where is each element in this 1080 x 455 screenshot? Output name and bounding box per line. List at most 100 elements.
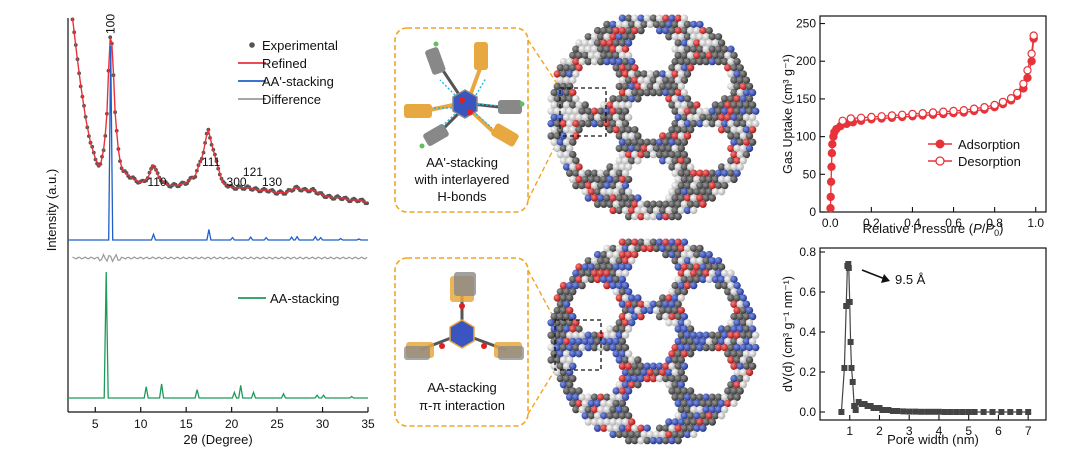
framework-atom	[677, 294, 685, 302]
framework-atom	[662, 238, 670, 246]
framework-atom	[665, 294, 673, 302]
framework-atom	[690, 244, 698, 253]
pore-size-point	[947, 409, 954, 415]
framework-atom	[674, 163, 682, 171]
framework-atom	[631, 238, 639, 246]
framework-atom	[628, 418, 636, 426]
framework-atom	[621, 418, 630, 426]
framework-atom	[668, 312, 676, 321]
framework-atom	[590, 169, 599, 177]
pore-size-annotation-arrow	[861, 269, 886, 280]
framework-atom	[640, 82, 648, 91]
framework-atom	[668, 76, 676, 84]
framework-atom	[683, 244, 692, 253]
framework-atom	[708, 418, 716, 426]
framework-atom	[662, 250, 670, 259]
framework-atom	[739, 144, 747, 153]
framework-atom	[662, 212, 670, 221]
framework-atom	[733, 281, 741, 290]
top-inset-box	[394, 27, 529, 213]
framework-atom	[612, 200, 620, 208]
framework-atom	[690, 343, 698, 352]
adsorption-point	[826, 203, 835, 213]
framework-atom	[686, 163, 695, 171]
framework-atom	[677, 393, 685, 401]
legend-label-adsorption: Adsorption	[958, 137, 1020, 152]
framework-atom	[643, 436, 651, 445]
framework-atom	[566, 132, 574, 140]
framework-atom	[717, 337, 726, 346]
framework-atom	[624, 424, 633, 432]
framework-atom	[584, 169, 592, 177]
framework-atom	[612, 350, 620, 358]
isotherm-x-tick-label: 0.2	[863, 216, 880, 230]
framework-atom	[677, 257, 685, 265]
framework-atom	[593, 263, 602, 271]
framework-atom	[662, 88, 670, 97]
pore-size-point	[843, 303, 850, 309]
framework-atom	[717, 412, 726, 420]
framework-atom	[603, 20, 611, 29]
framework-atom	[683, 95, 692, 103]
framework-atom	[640, 430, 648, 439]
isotherm-x-tick-label: 0.6	[945, 216, 962, 230]
framework-atom	[550, 337, 558, 346]
framework-atom	[609, 107, 617, 115]
framework-atom	[724, 64, 732, 72]
framework-atom	[609, 331, 617, 339]
framework-atom	[572, 281, 580, 290]
framework-atom	[621, 294, 630, 302]
framework-atom	[556, 325, 565, 333]
framework-atom	[649, 374, 658, 383]
framework-atom	[609, 281, 617, 290]
framework-atom	[624, 238, 633, 246]
framework-atom	[581, 101, 589, 109]
pore-size-point	[906, 408, 913, 415]
framework-atom	[683, 418, 692, 426]
framework-atom	[631, 212, 639, 221]
framework-atom	[578, 343, 586, 352]
framework-atom	[600, 200, 608, 208]
framework-atom	[686, 126, 695, 134]
isotherm-points	[826, 31, 1038, 213]
framework-atom	[600, 188, 608, 196]
framework-atom	[721, 269, 729, 277]
framework-atom	[566, 70, 574, 78]
framework-atom	[593, 39, 602, 47]
framework-atom	[606, 51, 614, 60]
desorption-point	[898, 110, 907, 120]
framework-atom	[634, 356, 642, 364]
framework-atom	[572, 119, 580, 128]
framework-atom	[615, 107, 623, 115]
framework-atom	[624, 263, 633, 271]
framework-atom	[631, 88, 639, 97]
framework-atom	[572, 169, 580, 177]
framework-atom	[671, 33, 679, 41]
framework-atom	[569, 76, 577, 84]
framework-atom	[575, 51, 583, 60]
framework-atom	[739, 356, 747, 364]
framework-atom	[699, 200, 707, 208]
framework-atom	[680, 175, 689, 184]
desorption-point	[939, 107, 948, 116]
framework-atom	[597, 331, 605, 339]
framework-atom	[677, 181, 685, 190]
framework-atom	[606, 126, 614, 134]
framework-atom	[566, 57, 574, 66]
desorption-point	[918, 108, 927, 118]
framework-atom	[696, 257, 704, 265]
framework-atom	[721, 181, 729, 190]
framework-atom	[597, 393, 605, 401]
bottom-zoom-line-2	[527, 369, 556, 415]
framework-atom	[606, 188, 614, 196]
framework-atom	[686, 275, 695, 284]
framework-atom	[674, 76, 682, 84]
framework-atom	[547, 95, 555, 103]
framework-atom	[615, 257, 623, 265]
desorption-line	[842, 35, 1035, 122]
framework-atom	[693, 263, 701, 271]
framework-atom	[631, 300, 639, 308]
framework-atom	[593, 188, 602, 196]
